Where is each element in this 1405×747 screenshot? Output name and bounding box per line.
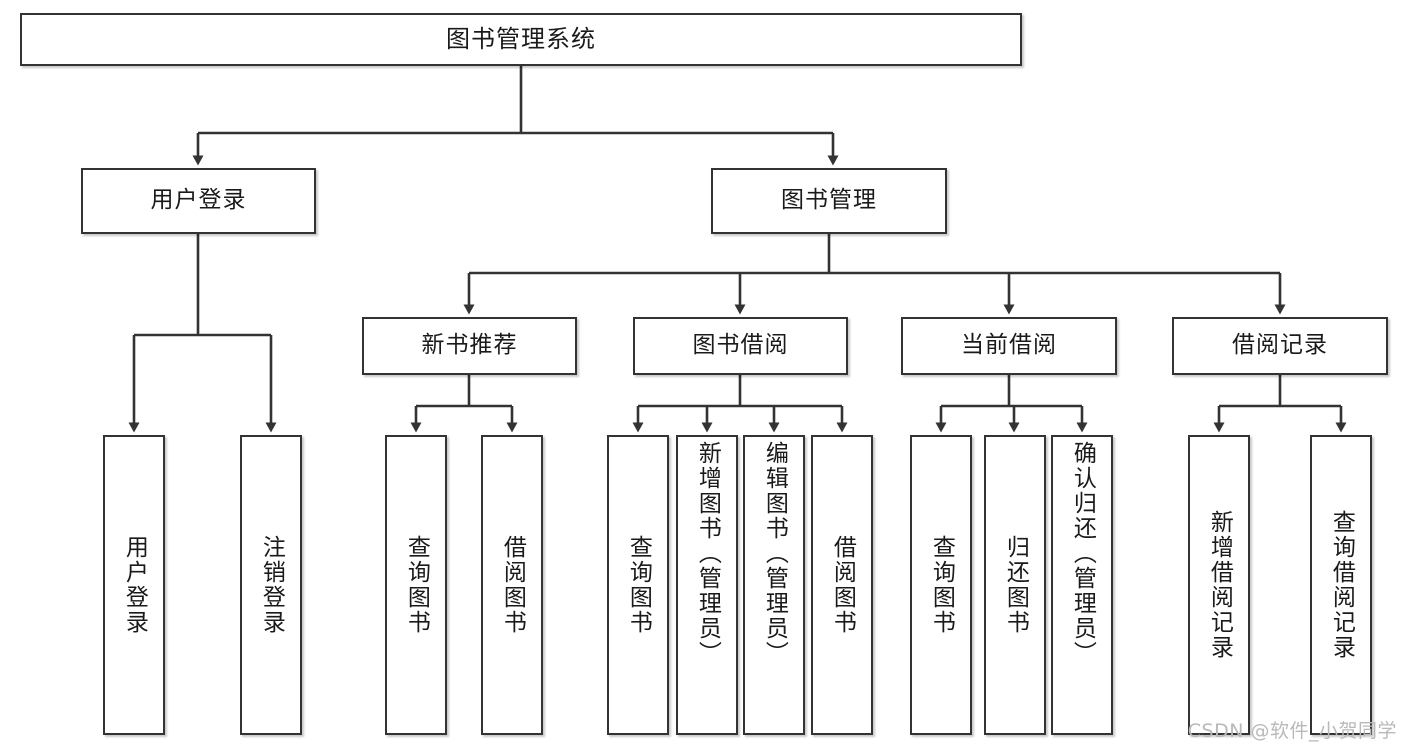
node-leaf-edit-book[interactable]: 编辑图书（管理员）	[743, 435, 805, 735]
leaf-text-wrap: 借阅图书	[483, 437, 541, 733]
node-leaf-query-book-current[interactable]: 查询图书	[910, 435, 972, 735]
leaf-text-wrap: 查询图书	[387, 437, 445, 733]
node-label: 图书管理系统	[446, 25, 596, 54]
node-label: 借阅记录	[1232, 332, 1328, 359]
watermark-text: CSDN @软件_小贺同学	[1187, 720, 1397, 742]
node-label: 注销登录	[258, 535, 285, 635]
node-root-system[interactable]: 图书管理系统	[20, 13, 1022, 66]
node-label: 借阅图书	[499, 535, 526, 635]
leaf-text-wrap: 确认归还（管理员）	[1053, 437, 1111, 737]
node-leaf-query-borrow-record[interactable]: 查询借阅记录	[1310, 435, 1372, 735]
node-leaf-confirm-return[interactable]: 确认归还（管理员）	[1051, 435, 1113, 735]
node-label: 用户登录	[150, 187, 247, 214]
node-label: 查询图书	[625, 535, 652, 635]
node-label: 确认归还（管理员）	[1069, 441, 1096, 666]
leaf-text-wrap: 查询借阅记录	[1312, 437, 1370, 733]
node-leaf-return-book[interactable]: 归还图书	[984, 435, 1046, 735]
node-label: 查询图书	[403, 535, 430, 635]
node-leaf-add-borrow-record[interactable]: 新增借阅记录	[1188, 435, 1250, 735]
node-label: 新增借阅记录	[1206, 510, 1233, 660]
leaf-text-wrap: 新增借阅记录	[1190, 437, 1248, 733]
node-label: 查询图书	[928, 535, 955, 635]
node-leaf-logout[interactable]: 注销登录	[240, 435, 302, 735]
node-current-borrow[interactable]: 当前借阅	[901, 317, 1117, 375]
node-label: 图书借阅	[692, 332, 789, 359]
leaf-text-wrap: 注销登录	[242, 437, 300, 733]
node-leaf-borrow-book-recommend[interactable]: 借阅图书	[481, 435, 543, 735]
node-label: 新增图书（管理员）	[694, 441, 721, 666]
leaf-text-wrap: 用户登录	[105, 437, 163, 733]
node-book-borrow[interactable]: 图书借阅	[633, 317, 848, 375]
node-borrow-record[interactable]: 借阅记录	[1172, 317, 1388, 375]
node-leaf-add-book[interactable]: 新增图书（管理员）	[676, 435, 738, 735]
node-label: 图书管理	[781, 187, 877, 214]
node-leaf-borrow-book[interactable]: 借阅图书	[811, 435, 873, 735]
leaf-text-wrap: 新增图书（管理员）	[678, 437, 736, 737]
leaf-text-wrap: 编辑图书（管理员）	[745, 437, 803, 737]
node-label: 查询借阅记录	[1328, 510, 1355, 660]
node-new-book-recommend[interactable]: 新书推荐	[362, 317, 577, 375]
node-user-login[interactable]: 用户登录	[81, 168, 316, 234]
leaf-text-wrap: 归还图书	[986, 437, 1044, 733]
node-label: 当前借阅	[961, 332, 1057, 359]
node-label: 归还图书	[1002, 535, 1029, 635]
node-label: 新书推荐	[421, 332, 518, 359]
leaf-text-wrap: 借阅图书	[813, 437, 871, 733]
node-leaf-user-login[interactable]: 用户登录	[103, 435, 165, 735]
leaf-text-wrap: 查询图书	[609, 437, 667, 733]
node-label: 用户登录	[121, 535, 148, 635]
leaf-text-wrap: 查询图书	[912, 437, 970, 733]
node-book-manage[interactable]: 图书管理	[711, 168, 947, 234]
node-label: 借阅图书	[829, 535, 856, 635]
node-leaf-query-book-borrow[interactable]: 查询图书	[607, 435, 669, 735]
node-leaf-query-book-recommend[interactable]: 查询图书	[385, 435, 447, 735]
node-label: 编辑图书（管理员）	[761, 441, 788, 666]
